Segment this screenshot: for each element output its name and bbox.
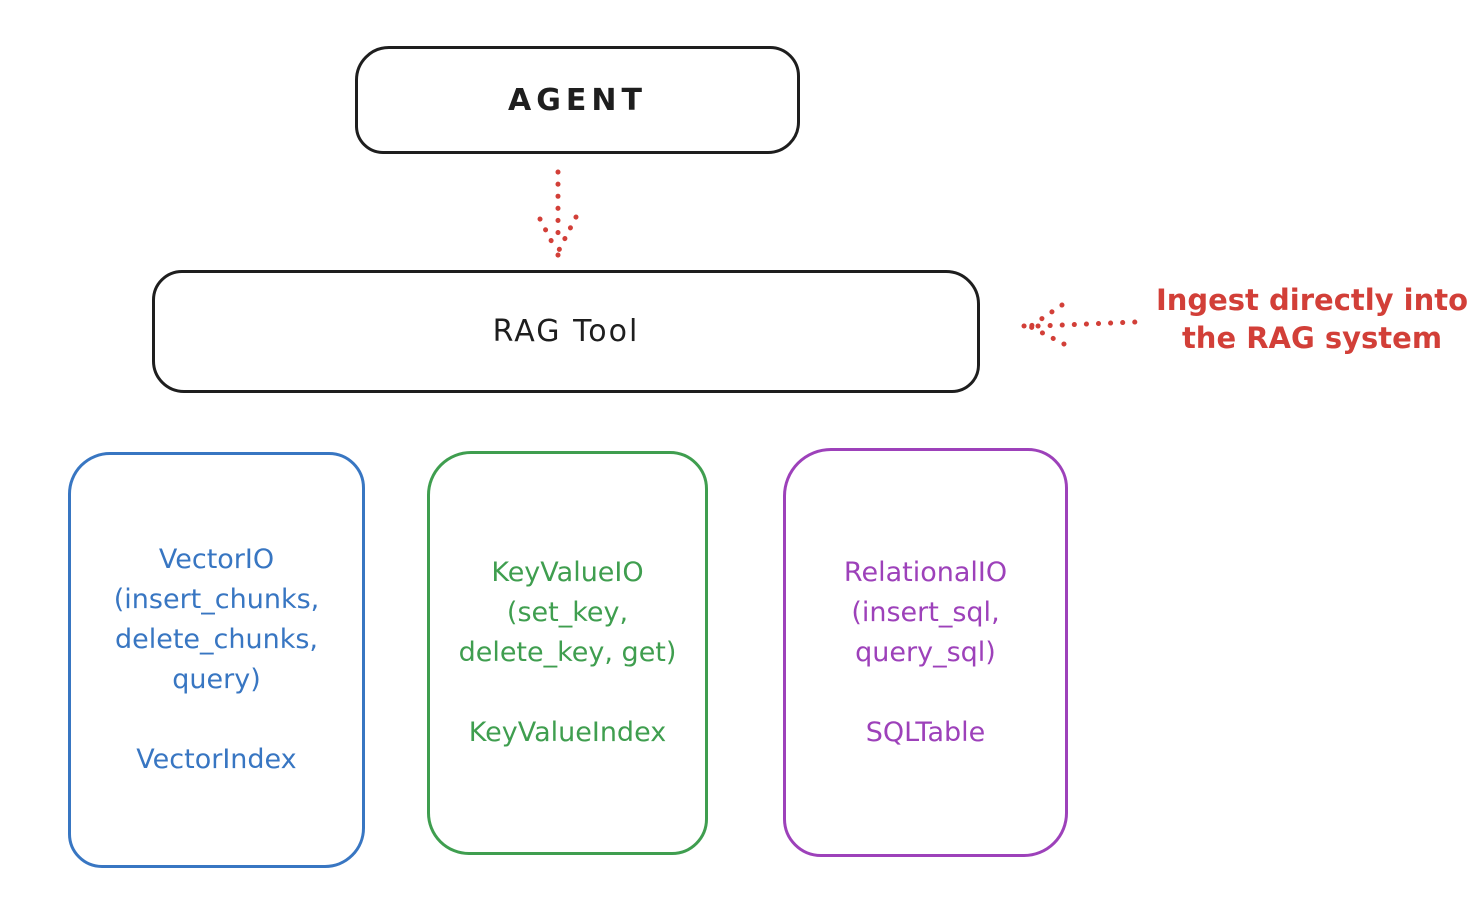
vector-io-methods-line: query) (172, 664, 261, 695)
spacer (459, 673, 677, 713)
vector-index-label: VectorIndex (136, 744, 297, 775)
agent-to-rag-tool-arrow (537, 169, 579, 259)
rag-tool-box: RAG Tool (152, 270, 980, 393)
relational-io-methods-line: (insert_sql, (851, 596, 1000, 628)
spacer (114, 700, 319, 740)
annotation-to-rag-tool-arrow (1021, 302, 1139, 347)
sql-table-label: SQLTable (865, 716, 986, 748)
relational-io-title: RelationalIO (843, 556, 1008, 588)
agent-box: AGENT (355, 46, 800, 154)
vector-io-methods-line: delete_chunks, (114, 624, 318, 655)
spacer (844, 673, 1007, 713)
keyvalue-io-box: KeyValueIO (set_key, delete_key, get) Ke… (427, 451, 708, 855)
keyvalue-io-methods-line: (set_key, (506, 597, 629, 628)
keyvalue-io-title: KeyValueIO (491, 557, 644, 588)
rag-tool-label: RAG Tool (492, 314, 640, 349)
keyvalue-io-methods-line: delete_key, get) (458, 637, 677, 668)
vector-io-box: VectorIO (insert_chunks, delete_chunks, … (68, 452, 365, 868)
ingest-annotation-line1: Ingest directly into (1155, 283, 1469, 317)
ingest-annotation: Ingest directly into the RAG system (1140, 281, 1484, 357)
keyvalue-index-label: KeyValueIndex (468, 717, 667, 748)
relational-io-box: RelationalIO (insert_sql, query_sql) SQL… (783, 448, 1068, 857)
agent-label: AGENT (508, 82, 647, 118)
vector-io-methods-line: (insert_chunks, (113, 584, 320, 615)
ingest-annotation-line2: the RAG system (1181, 321, 1443, 355)
relational-io-methods-line: query_sql) (855, 636, 996, 668)
vector-io-title: VectorIO (158, 544, 275, 575)
